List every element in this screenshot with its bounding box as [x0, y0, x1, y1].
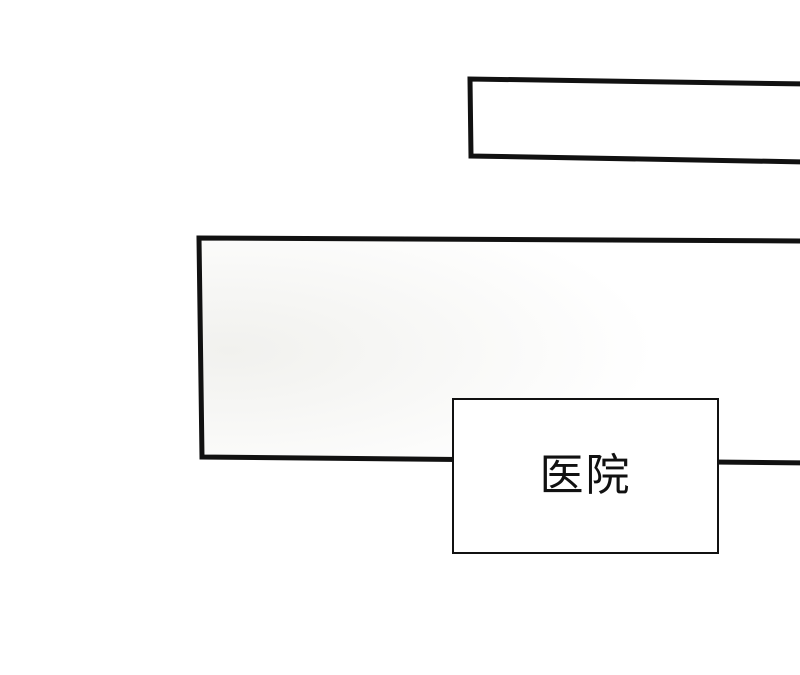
caption-box: 医院 — [452, 398, 719, 554]
caption-text: 医院 — [539, 450, 632, 501]
upper-panel-border — [467, 76, 800, 165]
